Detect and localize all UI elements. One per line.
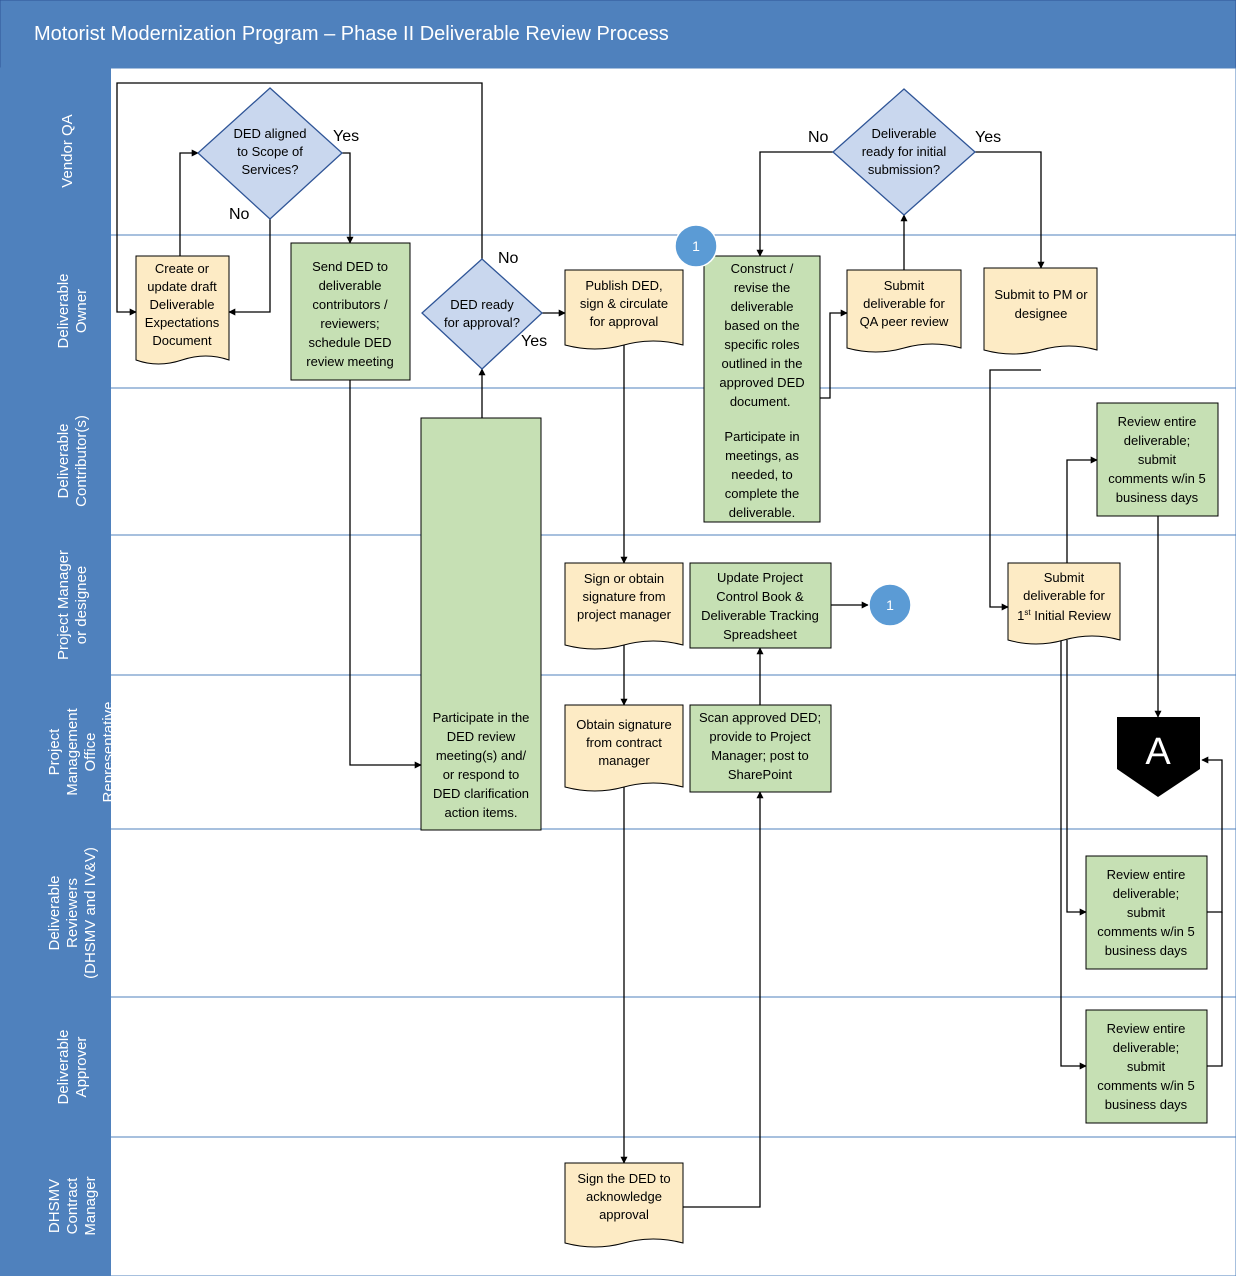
lane-deliverable-owner: DeliverableOwner [34,273,1236,389]
lane-label-pmo-representative: ProjectManagementOfficeRepresentative [46,702,117,803]
lane-label-dhsmv-contract-manager: DHSMVContractManager [46,1176,99,1235]
label-aligned-no: No [229,206,250,223]
connector-1-top: 1 [674,224,718,268]
edge-submit-pm-to-submit-initial [989,369,1041,611]
label-aligned-yes: Yes [333,128,359,145]
label-approval-yes: Yes [521,333,547,350]
edge-ready-no-loop [116,82,483,316]
diagram-title: Motorist Modernization Program – Phase I… [34,23,669,45]
edge-labels: Yes No No Yes No Yes [229,128,1001,350]
edge-submit-initial-to-review-contrib [1066,456,1098,563]
label-initial-yes: Yes [975,129,1001,146]
edges [116,82,1223,1208]
label-approval-no: No [498,250,519,267]
lane-project-manager: Project Manageror designee [34,550,1236,676]
label-initial-no: No [808,129,829,146]
lane-label-project-manager: Project Manageror designee [55,550,90,660]
left-edge-strip [0,68,34,1276]
lane-deliverable-reviewers: DeliverableReviewers(DHSMV and IV&V) [34,847,1236,998]
edge-aligned-yes-to-send [342,152,354,244]
edge-approver-to-a [1207,912,1223,1067]
offpage-connector-a: A [1117,717,1200,797]
edge-submit-initial-to-reviewers [1066,640,1087,916]
lane-label-deliverable-owner: DeliverableOwner [55,273,90,348]
lane-dhsmv-contract-manager: DHSMVContractManager [46,1176,99,1235]
connector-1-pm: 1 [868,583,912,627]
edge-create-to-aligned [179,149,199,256]
edge-ready-initial-yes-to-submit-pm [975,151,1045,269]
lane-label-vendor-qa: Vendor QA [59,114,76,187]
lane-deliverable-contributors: DeliverableContributor(s) [34,415,1236,536]
lane-label-deliverable-approver: DeliverableApprover [55,1029,90,1104]
edge-ready-initial-no-to-construct [756,151,833,257]
connector-1-pm-text: 1 [886,597,894,613]
edge-reviewers-to-a [1201,756,1223,913]
lanes: Vendor QA DeliverableOwner DeliverableCo… [0,67,1236,1276]
lane-label-deliverable-reviewers: DeliverableReviewers(DHSMV and IV&V) [46,847,99,979]
lane-pmo-representative: ProjectManagementOfficeRepresentative [34,702,1236,830]
edge-sign-ded-to-scan [683,791,764,1208]
edge-construct-to-submit-qa [820,309,848,399]
lane-deliverable-approver: DeliverableApprover [34,1029,1236,1138]
lane-label-deliverable-contributors: DeliverableContributor(s) [55,415,90,507]
offpage-connector-a-text: A [1145,731,1171,773]
edge-send-to-participate [349,380,422,769]
lane-vendor-qa: Vendor QA [34,114,1236,236]
lane-label-column [34,68,111,1276]
edge-aligned-no-to-create [228,219,271,316]
edge-submit-initial-to-approver [1060,640,1087,1070]
connector-1-top-text: 1 [692,238,700,254]
